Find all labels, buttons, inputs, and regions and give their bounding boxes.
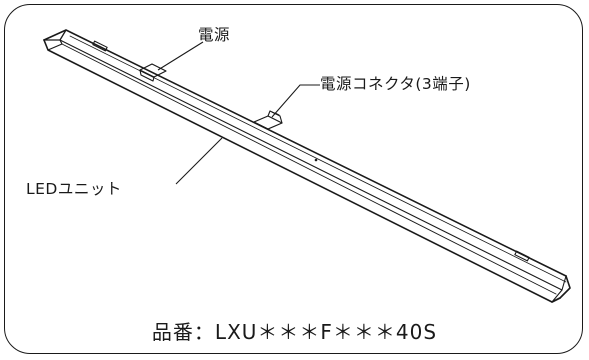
label-power: 電源: [198, 26, 230, 44]
connector-leader-line: [271, 84, 320, 118]
model-number: 品番：LXU＊＊＊F＊＊＊40S: [151, 320, 438, 344]
diagram-frame: [4, 4, 583, 354]
label-led-unit: LEDユニット: [26, 180, 122, 198]
led-unit-leader-line: [175, 137, 223, 185]
leader-lines: [157, 41, 320, 185]
led-unit-body: [43, 29, 571, 303]
power-leader-line: [157, 41, 204, 71]
label-power-connector: 電源コネクタ(3端子): [320, 75, 471, 93]
